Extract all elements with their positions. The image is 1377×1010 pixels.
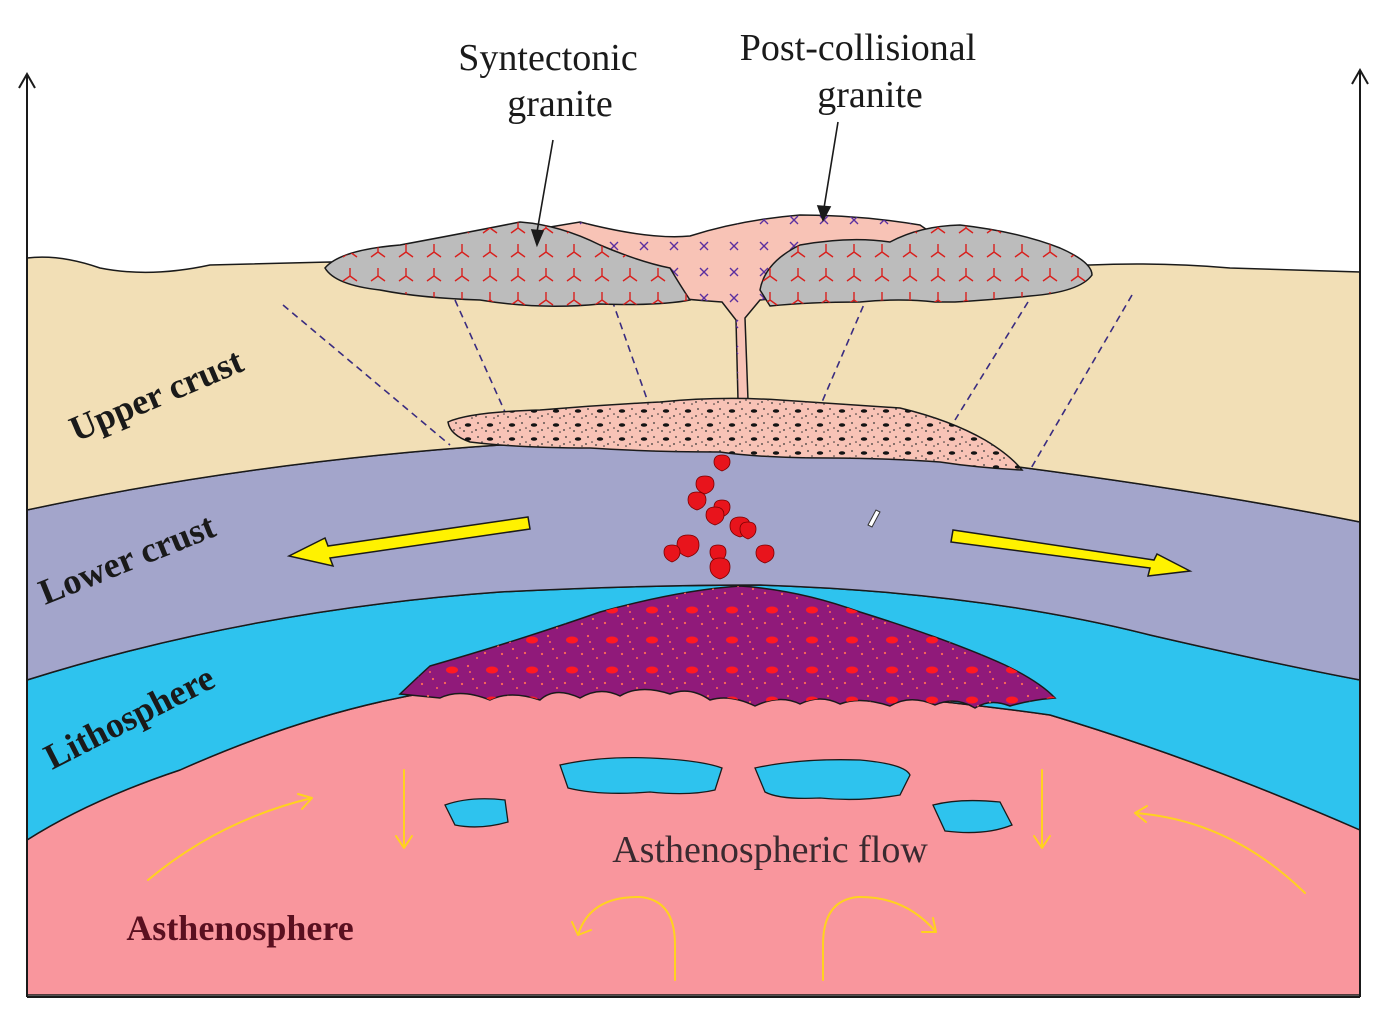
lithosphere-fragments (444, 756, 1013, 834)
melt-droplet (739, 521, 757, 540)
lithosphere-fragment (559, 756, 723, 795)
fracture-mark (867, 509, 881, 528)
lithosphere-fragment (754, 759, 911, 801)
axis-arrow-up-right-icon (1351, 67, 1369, 85)
melt-droplet (695, 475, 715, 495)
label-pointer-arrows (530, 121, 839, 248)
syntectonic-granite-right (759, 224, 1093, 307)
melt-droplet (705, 506, 725, 526)
flow-arrow-down-left-icon (395, 769, 413, 849)
granitic-sill-lens (447, 397, 1024, 471)
magma-underplate (398, 585, 1057, 709)
melt-droplet (755, 544, 775, 564)
lithosphere-fragment (444, 798, 509, 828)
melt-droplet (663, 544, 681, 563)
syntectonic-label-line2: granite (507, 83, 613, 125)
upper-crust-layer (26, 256, 1361, 523)
syntectonic-granite-left (324, 221, 692, 307)
asthenosphere-label: Asthenosphere (126, 908, 353, 948)
asthenospheric-flow-arrows (147, 769, 1306, 981)
melt-droplets (663, 454, 775, 580)
flow-arrow-curve-left-icon (147, 793, 313, 881)
melt-droplet (687, 491, 707, 511)
flow-arrow-down-right-icon (1033, 769, 1051, 849)
pointer-arrowhead-icon (816, 205, 832, 222)
extension-arrow-right-icon (950, 529, 1193, 577)
flow-arrow-upcurl-left-icon (571, 895, 676, 981)
postcollisional-label-line2: granite (817, 74, 923, 116)
melt-droplet (676, 534, 700, 558)
lithosphere-fragment (932, 799, 1013, 834)
diagram-frame (18, 67, 1369, 998)
extension-arrow-left-icon (286, 516, 531, 568)
axis-arrow-up-left-icon (18, 71, 36, 89)
pointer-arrowhead-icon (530, 229, 545, 248)
syntectonic-label-line1: Syntectonic (458, 37, 637, 79)
melt-droplet (713, 454, 731, 472)
melt-droplet (709, 557, 731, 580)
flow-arrow-upcurl-right-icon (822, 895, 937, 981)
asthenospheric-flow-label: Asthenospheric flow (612, 829, 928, 871)
dashed-fault-lines (282, 294, 1133, 471)
postcollisional-label-line1: Post-collisional (740, 27, 976, 69)
flow-arrow-curve-right-icon (1134, 805, 1306, 894)
